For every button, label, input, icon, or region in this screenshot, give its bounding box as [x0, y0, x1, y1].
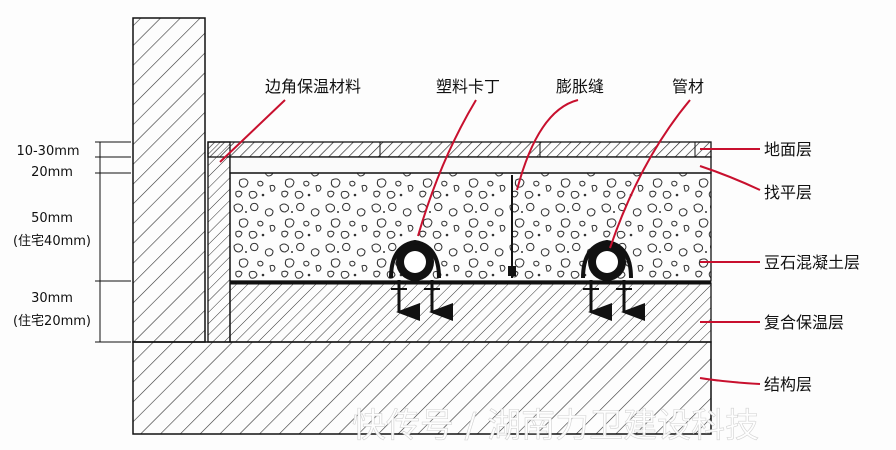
- dim-concrete-label: 50mm: [31, 211, 73, 226]
- label-floor-surface: 地面层: [764, 140, 812, 159]
- composite-insulation-layer: [229, 282, 712, 343]
- concrete-layer: [229, 172, 712, 282]
- structural-slab: [132, 341, 712, 435]
- label-edge-insulation: 边角保温材料: [265, 77, 361, 96]
- label-pea-gravel-concrete: 豆石混凝土层: [764, 253, 860, 272]
- label-plastic-clip: 塑料卡丁: [436, 77, 500, 96]
- dimension-lines: [95, 141, 131, 343]
- label-structural: 结构层: [764, 375, 812, 394]
- dim-insulation-sub: (住宅20mm): [13, 314, 91, 329]
- dim-leveling-label: 20mm: [31, 165, 73, 180]
- watermark: 快传号 / 湖南力卫建设科技: [352, 406, 759, 446]
- wall: [132, 17, 206, 343]
- label-expansion-joint: 膨胀缝: [556, 77, 604, 96]
- label-pipe: 管材: [672, 77, 704, 96]
- label-leveling: 找平层: [764, 183, 812, 202]
- floor-surface-layer: [207, 141, 712, 158]
- dim-surface-label: 10-30mm: [16, 144, 79, 159]
- edge-insulation-strip: [207, 141, 231, 343]
- pipe-right: [581, 239, 645, 321]
- dim-insulation-label: 30mm: [31, 291, 73, 306]
- leveling-layer: [229, 156, 712, 174]
- pipe-left: [389, 239, 453, 321]
- dim-concrete-sub: (住宅40mm): [13, 234, 91, 249]
- label-composite-insulation: 复合保温层: [764, 313, 844, 332]
